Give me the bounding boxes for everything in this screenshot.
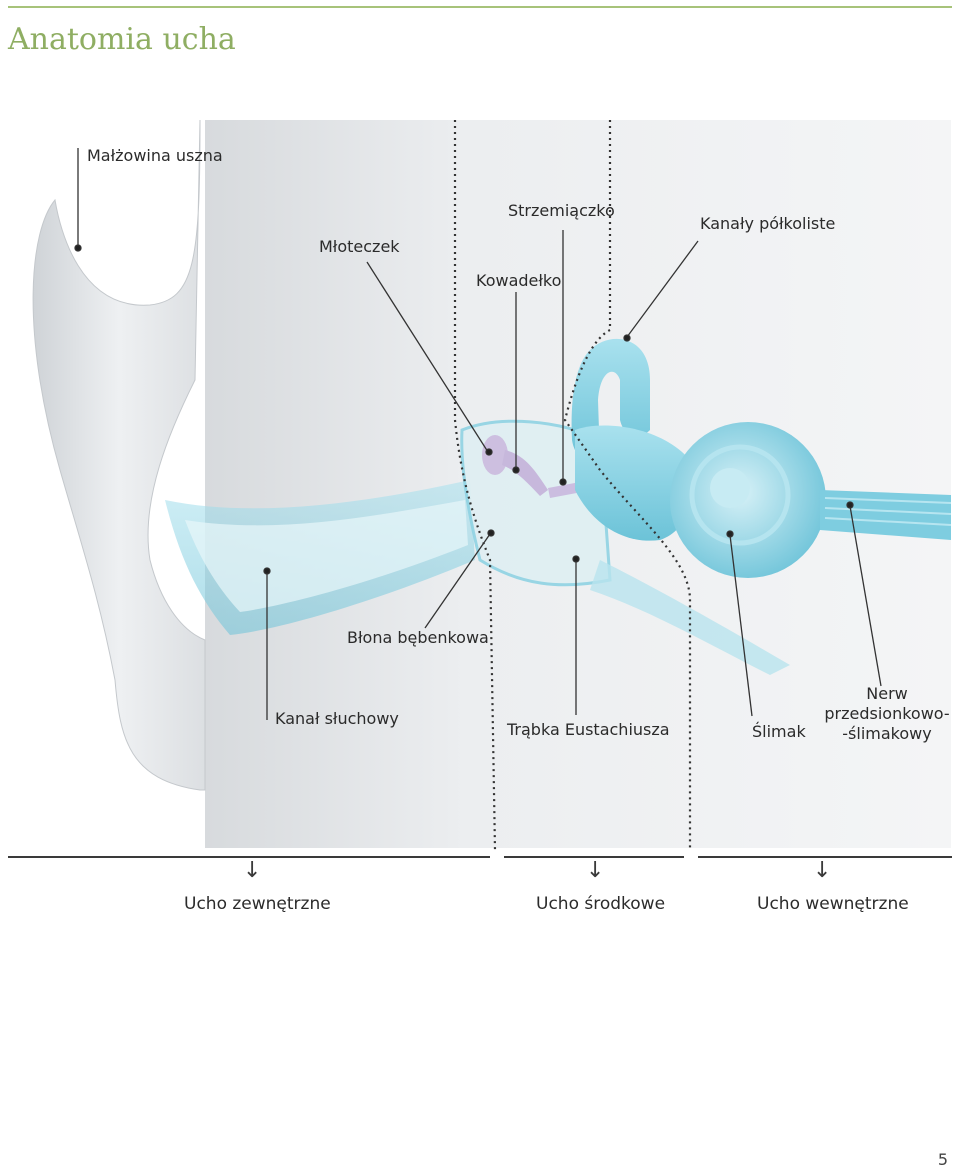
arrow-down-icon: ↓ (243, 858, 262, 883)
section-inner-ear: Ucho wewnętrzne (757, 894, 909, 914)
cochlea-apex (710, 468, 750, 508)
label-cochlea: Ślimak (752, 722, 806, 741)
label-nerve-line3: -ślimakowy (842, 724, 932, 743)
divider-middle-inner (563, 120, 692, 850)
top-rule (8, 6, 952, 8)
label-semicircular-canals: Kanały półkoliste (700, 214, 836, 233)
bracket-middle (504, 856, 684, 858)
arrow-down-icon: ↓ (813, 858, 832, 883)
bracket-inner (698, 856, 952, 858)
section-outer-ear: Ucho zewnętrzne (184, 894, 331, 914)
section-middle-ear: Ucho środkowe (536, 894, 666, 914)
page-number: 5 (937, 1150, 948, 1169)
ear-canal-inner (185, 500, 468, 612)
arrow-down-icon: ↓ (586, 858, 605, 883)
auricle-shape (32, 119, 206, 791)
label-nerve-line1: Nerw (866, 684, 908, 703)
label-nerve-line2: przedsionkowo- (824, 704, 950, 723)
page-title: Anatomia ucha (8, 22, 236, 57)
label-incus: Kowadełko (476, 271, 562, 290)
incus-shape (502, 450, 548, 496)
vestibule-shape (575, 425, 694, 541)
label-stapes: Strzemiączko (508, 201, 615, 220)
nerve-strands (824, 497, 952, 526)
cochlea-inner-turn (689, 444, 791, 546)
label-eardrum: Błona bębenkowa (347, 628, 489, 647)
label-nerve: Nerw przedsionkowo- -ślimakowy (822, 684, 952, 744)
stapes-shape (548, 482, 582, 498)
leader-lines (74, 148, 882, 720)
bracket-outer (8, 856, 490, 858)
label-malleus: Młoteczek (319, 237, 400, 256)
label-ear-canal: Kanał słuchowy (275, 709, 399, 728)
malleus-shape (482, 435, 508, 475)
label-auricle: Małżowina uszna (87, 146, 223, 165)
label-eustachian-tube: Trąbka Eustachiusza (507, 720, 670, 739)
